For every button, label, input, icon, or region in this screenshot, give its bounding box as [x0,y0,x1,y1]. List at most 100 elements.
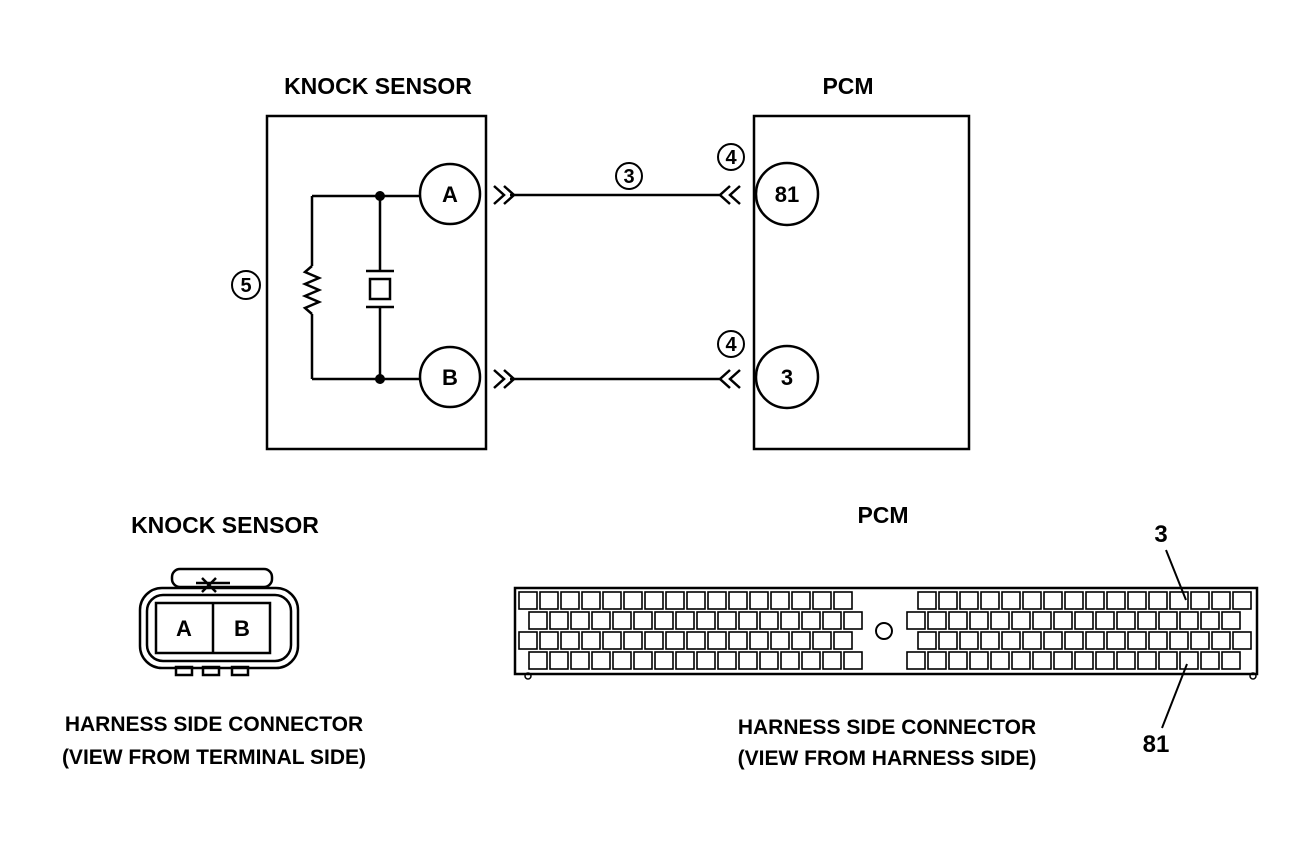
sensor-internal-circuit [310,194,420,381]
pcm-pin-cavity [581,591,601,610]
pcm-pin-cavity [1095,611,1115,630]
pcm-pin-cavity [1221,651,1241,670]
pcm-pin-cavity [1085,591,1105,610]
pcm-pin-cavity [665,591,685,610]
pcm-pin-cavity [822,651,842,670]
pcm-pin-cavity [644,591,664,610]
pcm-pin-cavity [602,631,622,650]
pcm-pin-cavity [633,611,653,630]
pcm-pin-cavity [791,591,811,610]
pcm-pin-cavity [833,591,853,610]
pcm-pin-cavity [770,591,790,610]
pcm-pin-cavity [581,631,601,650]
pcm-pin-cavity [1022,631,1042,650]
pcm-pin-cavity [791,631,811,650]
pcm-pin-cavity [528,611,548,630]
pcm-pin-cavity [959,591,979,610]
pcm-pin-cavity [1137,651,1157,670]
pcm-pin-cavity [1148,631,1168,650]
pcm-pin-cavity [560,591,580,610]
pcm-pin-cavity [822,611,842,630]
sensor-terminal-a-circle [418,162,482,226]
pcm-pin-cavity [1221,611,1241,630]
pcm-pin-cavity [749,631,769,650]
pcm-pin-cavity [602,591,622,610]
pcm-pin-cavity [1127,631,1147,650]
pcm-pin-cavity [1169,631,1189,650]
pcm-pin-cavity [780,651,800,670]
pcm-terminal-3-circle [754,344,820,410]
pcm-pin-cavity [738,651,758,670]
connector-chevron-icon [718,185,741,205]
pcm-pin-cavity [1011,611,1031,630]
pin-81-leader-line [1161,663,1188,729]
pcm-pin-cavity [990,651,1010,670]
pcm-pin-cavity [927,611,947,630]
pcm-pin-cavity [1169,591,1189,610]
pcm-pin-cavity [959,631,979,650]
pcm-pin-cavity [654,651,674,670]
pcm-pin-cavity [1106,591,1126,610]
pin-3-leader-line [1165,549,1187,601]
pcm-pin-cavity [665,631,685,650]
pcm-connector-key-mark [524,672,532,680]
pcm-pin-cavity [1211,591,1231,610]
pcm-pin-cavity [1011,651,1031,670]
pcm-pin-cavity [833,631,853,650]
junction-dot [375,191,385,201]
knock-sensor-connector-drawing [138,567,300,677]
pcm-pin-cavity [654,611,674,630]
connector-chevron-icon [493,185,516,205]
pcm-pin-cavity [980,631,1000,650]
pcm-pin-cavity [948,611,968,630]
pcm-caption-line1: HARNESS SIDE CONNECTOR [738,716,1036,739]
pcm-pin-cavity [1179,611,1199,630]
pcm-pin-cavity [927,651,947,670]
pcm-pin-cavity [917,631,937,650]
pcm-pin-cavity [686,591,706,610]
pcm-pin-cavity [1064,591,1084,610]
pcm-pin-cavity [707,591,727,610]
connector-chevron-icon [718,369,741,389]
pcm-pin-cavity [990,611,1010,630]
pcm-pin-cavity [906,611,926,630]
pcm-pin-cavity [1074,651,1094,670]
sensor-terminal-b-label: B [442,365,458,390]
pcm-pin-cavity [707,631,727,650]
pcm-connector-locator-hole [875,622,893,640]
pcm-pin-cavity [969,611,989,630]
pcm-pin-cavity [696,651,716,670]
pcm-pin-cavity [759,611,779,630]
pcm-pin-cavity [1022,591,1042,610]
pcm-pin-cavity [780,611,800,630]
knock-sensor-caption-line2: (VIEW FROM TERMINAL SIDE) [62,746,366,769]
pcm-pin-cavity [717,651,737,670]
pcm-pin-cavity [518,631,538,650]
pcm-pin-cavity [623,591,643,610]
pcm-pin-cavity [549,611,569,630]
pcm-pin-cavity [1001,631,1021,650]
knock-sensor-title: KNOCK SENSOR [284,73,472,99]
resistor-symbol [301,265,323,315]
pcm-pin-cavity [1211,631,1231,650]
pcm-pin-cavity [1200,611,1220,630]
pcm-pin-cavity [591,611,611,630]
pcm-pin-cavity [812,631,832,650]
pcm-pin-cavity [539,591,559,610]
pcm-pin-cavity [812,591,832,610]
pcm-pin-cavity [612,611,632,630]
pcm-pin-cavity [1032,611,1052,630]
pcm-pin-cavity [770,631,790,650]
cavity-a-label: A [176,616,192,641]
knock-sensor-box [265,114,488,451]
pcm-pin-cavity [1043,591,1063,610]
pcm-pin-cavity [948,651,968,670]
pcm-pin-cavity [1232,631,1252,650]
pcm-connector-title: PCM [857,502,908,528]
pcm-pin-cavity [1053,651,1073,670]
knock-sensor-caption-line1: HARNESS SIDE CONNECTOR [65,713,363,736]
callout-wire-number: 3 [623,166,634,188]
pcm-pin-cavity [1001,591,1021,610]
callout-pcm-connector-bottom-circle [717,330,745,358]
